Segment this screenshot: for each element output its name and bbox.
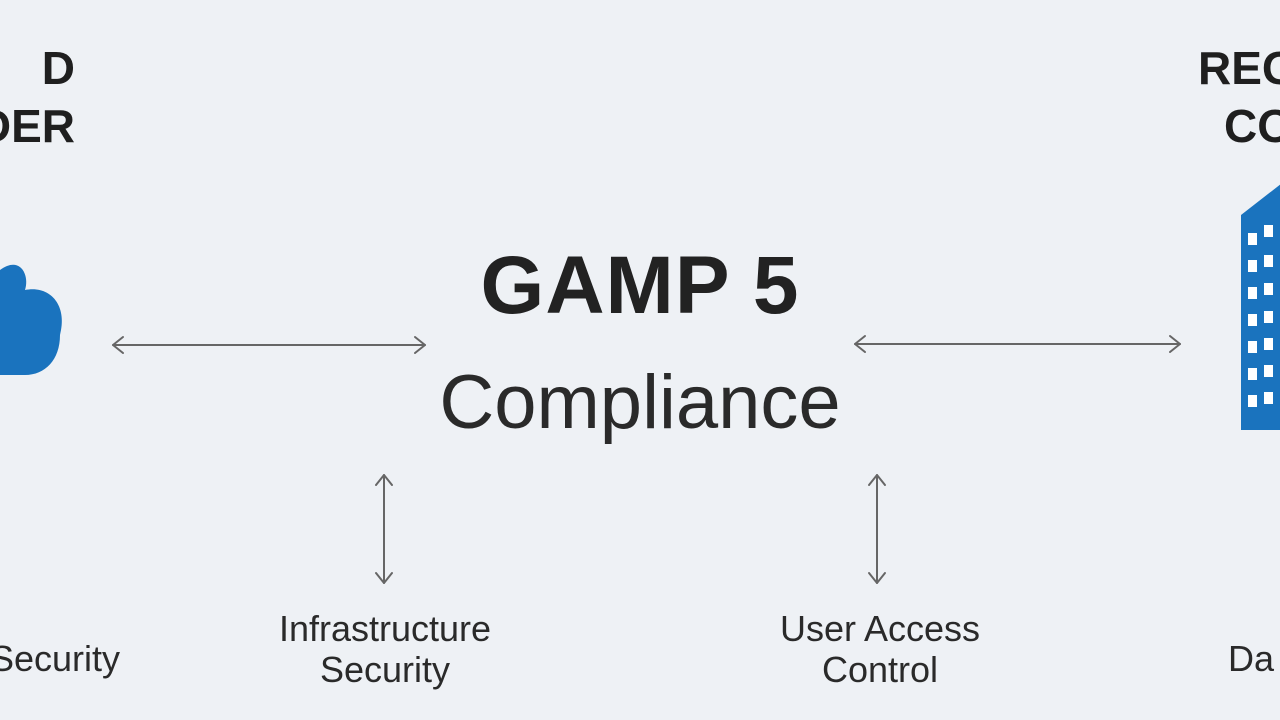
bottom-left-label: Security	[0, 638, 120, 679]
diagram-title: GAMP 5	[480, 240, 800, 331]
top-right-label-line1: REG	[1198, 42, 1280, 94]
mid-right-vertical-arrow	[868, 474, 886, 584]
mid-left-vertical-arrow	[375, 474, 393, 584]
right-horizontal-arrow	[854, 335, 1181, 353]
top-left-label: D DER	[0, 40, 75, 155]
user-access-control-line1: User Access	[779, 608, 981, 649]
diagram-subtitle: Compliance	[439, 360, 841, 445]
top-right-label: REG CO	[1198, 40, 1280, 155]
top-right-label-line2: CO	[1224, 99, 1280, 152]
infrastructure-security-line1: Infrastructure	[278, 608, 492, 649]
bottom-right-label: Da	[1228, 638, 1275, 679]
top-left-label-line1: D	[41, 42, 75, 94]
user-access-control-line2: Control	[821, 649, 939, 691]
left-horizontal-arrow	[112, 336, 426, 354]
building-icon	[1241, 184, 1280, 430]
cloud-icon	[0, 264, 62, 375]
user-access-control-label: User Access Control	[765, 608, 995, 691]
infrastructure-security-label: Infrastructure Security	[270, 608, 500, 691]
top-left-label-line2: DER	[0, 99, 75, 152]
infrastructure-security-line2: Security	[319, 649, 451, 691]
